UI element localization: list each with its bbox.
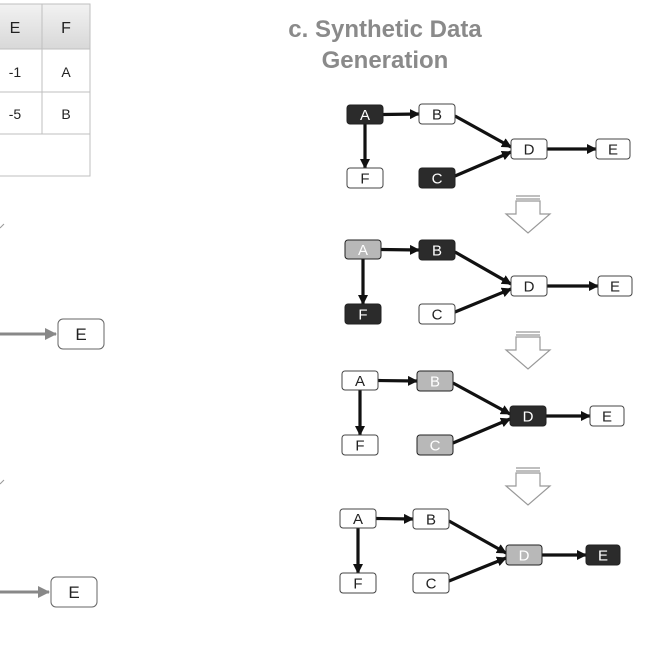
node-label: D	[519, 548, 530, 565]
node-label: F	[358, 307, 367, 324]
node-label: A	[360, 107, 370, 124]
edge-b-d	[454, 114, 512, 149]
node-e	[589, 405, 625, 427]
table-cell	[0, 48, 43, 93]
node-e	[595, 138, 631, 160]
node-c	[416, 434, 454, 456]
node-f	[341, 434, 379, 456]
edge-c-d	[454, 150, 512, 178]
edge-c-d	[452, 417, 511, 445]
step-graph: A B C D E F	[339, 508, 621, 594]
step-graph: A B C D E F	[346, 103, 631, 189]
clipped-arrow-tip	[0, 479, 5, 485]
node-b	[418, 103, 456, 125]
edge-a-b	[382, 109, 420, 120]
node-c	[418, 167, 456, 189]
left-node-e	[50, 576, 98, 608]
node-a	[339, 508, 377, 529]
panel-title: c. Synthetic Data Generation	[250, 14, 520, 76]
table-cell-value: -1	[9, 64, 22, 80]
node-label: E	[602, 409, 612, 426]
node-label: D	[524, 279, 535, 296]
node-label: B	[432, 243, 442, 260]
edge-c-d	[454, 287, 512, 314]
node-f	[346, 167, 384, 189]
table-cell-value: -5	[9, 106, 22, 122]
node-label: A	[358, 242, 368, 259]
node-f	[339, 572, 377, 594]
table-cell-value: B	[61, 106, 70, 122]
node-label: C	[430, 438, 441, 455]
left-node-label: E	[75, 325, 86, 344]
partial-table: E F -1 A -5 B	[0, 3, 91, 177]
node-label: A	[355, 373, 365, 390]
clipped-arrow-tip	[0, 223, 5, 229]
node-a	[346, 104, 384, 125]
node-label: F	[360, 171, 369, 188]
node-label: C	[432, 171, 443, 188]
down-arrow-icon	[504, 331, 552, 370]
node-label: E	[610, 279, 620, 296]
node-label: C	[426, 576, 437, 593]
node-label: E	[608, 142, 618, 159]
node-label: B	[432, 107, 442, 124]
node-b	[416, 370, 454, 392]
edge-a-b	[375, 513, 414, 524]
down-arrow-icon	[504, 467, 552, 506]
node-label: F	[353, 576, 362, 593]
edge-c-d	[448, 556, 507, 583]
table-header: E	[10, 20, 21, 37]
node-f	[344, 303, 382, 325]
node-label: E	[598, 548, 608, 565]
edge-b-d	[452, 381, 511, 416]
table-cell	[0, 133, 91, 177]
panel-title-line2: Generation	[321, 47, 449, 74]
node-label: A	[353, 511, 363, 528]
node-d	[510, 138, 548, 160]
node-a	[344, 239, 382, 260]
edge-a-b	[380, 244, 420, 255]
table-header-cell	[0, 3, 43, 50]
down-arrow-icon	[504, 195, 552, 234]
node-e	[585, 544, 621, 566]
edge-a-b	[377, 375, 418, 386]
left-partial-graph: E E	[0, 223, 105, 608]
generation-steps: A B C D E F A B C D E F A B C D E F A B C D E F	[339, 103, 633, 594]
node-label: D	[523, 409, 534, 426]
node-label: F	[355, 438, 364, 455]
table-cell	[41, 91, 91, 135]
table-header-cell	[41, 3, 91, 50]
edge-b-d	[454, 250, 512, 286]
left-node-label: E	[68, 583, 79, 602]
node-c	[412, 572, 450, 594]
node-d	[510, 275, 548, 297]
node-b	[418, 239, 456, 261]
table-header: F	[61, 20, 71, 37]
left-node-e	[57, 318, 105, 350]
table-cell-value: A	[61, 64, 71, 80]
panel-title-line1: c. Synthetic Data	[288, 16, 482, 43]
node-d	[505, 544, 543, 566]
step-transition-arrows	[504, 195, 552, 506]
node-b	[412, 508, 450, 530]
edge-b-d	[448, 519, 507, 555]
node-label: C	[432, 307, 443, 324]
node-c	[418, 303, 456, 325]
node-e	[597, 275, 633, 297]
step-graph: A B C D E F	[344, 239, 633, 325]
node-label: B	[426, 512, 436, 529]
node-label: B	[430, 374, 440, 391]
node-label: D	[524, 142, 535, 159]
node-d	[509, 405, 547, 427]
step-graph: A B C D E F	[341, 370, 625, 456]
node-a	[341, 370, 379, 391]
